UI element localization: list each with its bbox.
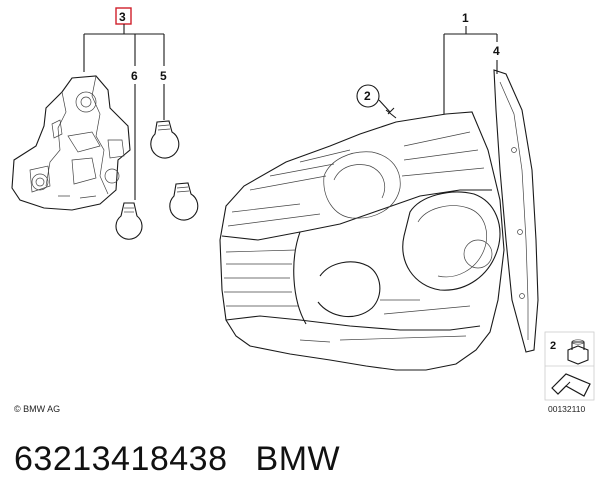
parts-diagram: 3 6 5 bbox=[11, 7, 595, 401]
callout-2-inset[interactable]: 2 bbox=[550, 340, 556, 352]
callout-2[interactable]: 2 bbox=[364, 89, 371, 103]
tail-lamp-drawing bbox=[219, 111, 505, 371]
callout-5[interactable]: 5 bbox=[160, 69, 167, 83]
stud-drawing bbox=[385, 107, 397, 119]
copyright-notice: © BMW AG bbox=[14, 404, 61, 414]
callout-2-leader bbox=[378, 99, 391, 113]
reference-arrow-icon bbox=[551, 373, 591, 397]
footer-caption: 63213418438 BMW bbox=[14, 440, 340, 479]
brand-name: BMW bbox=[255, 440, 341, 478]
gasket-drawing bbox=[493, 69, 539, 353]
callout-1[interactable]: 1 bbox=[462, 11, 469, 25]
callout-3-leader-lines bbox=[83, 24, 165, 72]
callout-4[interactable]: 4 bbox=[493, 44, 500, 58]
bulb-5-drawing bbox=[150, 120, 180, 159]
callout-2-circle bbox=[356, 84, 380, 108]
callout-6[interactable]: 6 bbox=[131, 69, 138, 83]
part-number: 63213418438 bbox=[14, 440, 228, 478]
bulb-6-drawing bbox=[115, 202, 143, 240]
callout-1-leader-lines bbox=[443, 26, 498, 114]
bulb-holder-drawing bbox=[11, 75, 131, 211]
nut-drawing bbox=[567, 339, 589, 365]
callout-3[interactable]: 3 bbox=[119, 10, 126, 24]
diagram-reference-number: 00132110 bbox=[548, 404, 586, 414]
bulb-spare-drawing bbox=[169, 182, 199, 221]
